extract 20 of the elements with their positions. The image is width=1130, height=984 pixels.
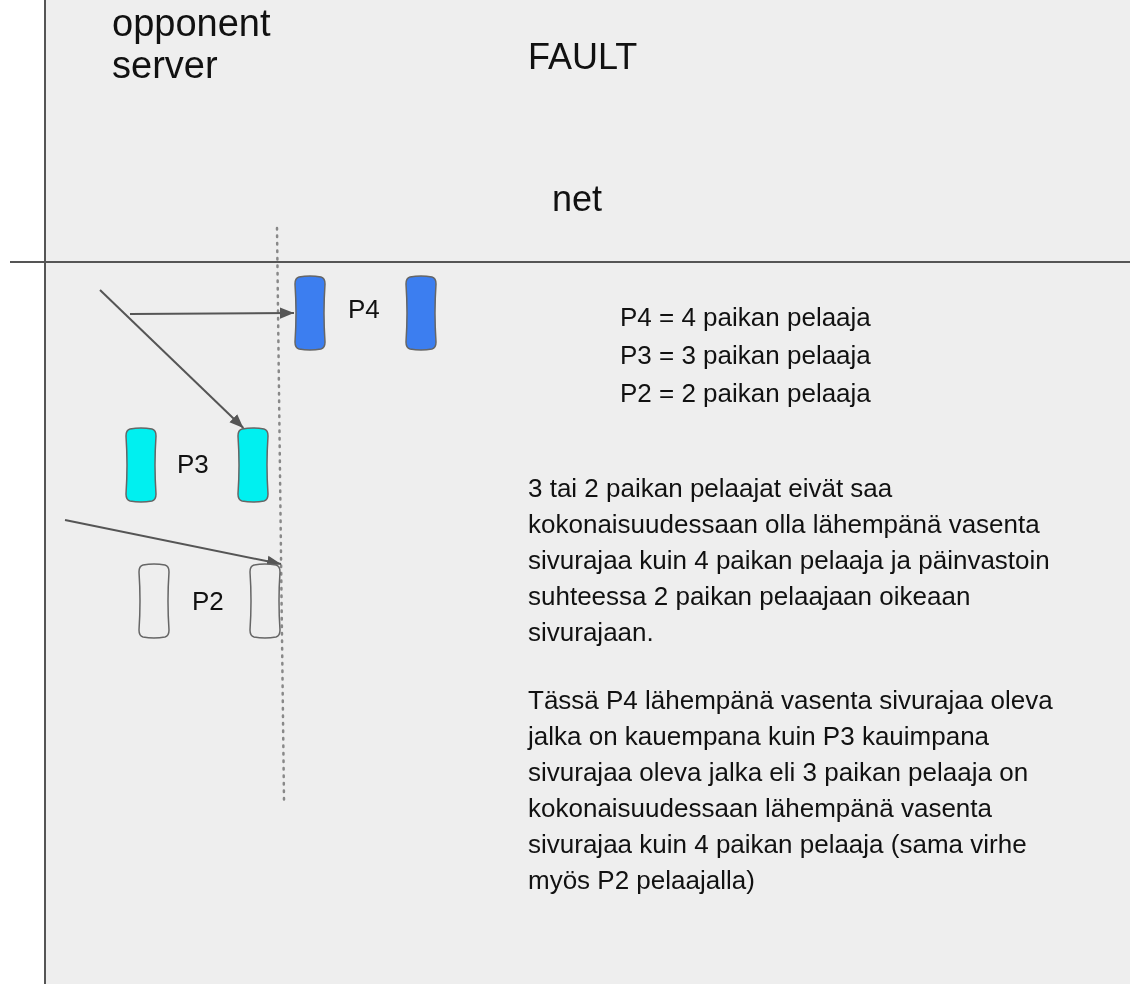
foot-shape — [125, 428, 157, 502]
foot-shape — [138, 564, 170, 638]
foot-shape — [405, 276, 437, 350]
foot-shape — [249, 564, 281, 638]
rule-paragraph: 3 tai 2 paikan pelaajat eivät saa kokonaisuudessaan olla lähempänä vasenta sivurajaa kuin 4 paikan pelaaja ja päinvastoin suhteessa 2 paikan pelaajaan oikeaan sivurajaan. — [528, 472, 1051, 649]
player-label: P2 — [192, 586, 224, 616]
arrow — [99, 289, 245, 429]
legend-text: P2 = 2 paikan pelaaja — [620, 377, 871, 410]
player-label: P3 — [177, 449, 209, 479]
foot-shape — [294, 276, 326, 350]
arrow — [64, 519, 282, 567]
player-label: P4 — [348, 294, 380, 324]
fault-heading: FAULT — [528, 36, 638, 78]
net-label: net — [552, 178, 603, 220]
court-side-label: opponent server — [112, 2, 272, 86]
legend-text: P3 = 3 paikan pelaaja — [620, 339, 871, 372]
explanation-paragraph: Tässä P4 lähempänä vasenta sivurajaa oleva jalka on kauempana kuin P3 kauimpana sivurajaa oleva jalka eli 3 paikan pelaaja on kokonaisuudessaan lähempänä vasenta sivurajaa kuin 4 paikan pelaaja (sama virhe myös P2 pelaajalla) — [528, 684, 1054, 897]
foot-shape — [237, 428, 269, 502]
arrow — [129, 307, 295, 319]
legend-text: P4 = 4 paikan pelaaja — [620, 301, 871, 334]
